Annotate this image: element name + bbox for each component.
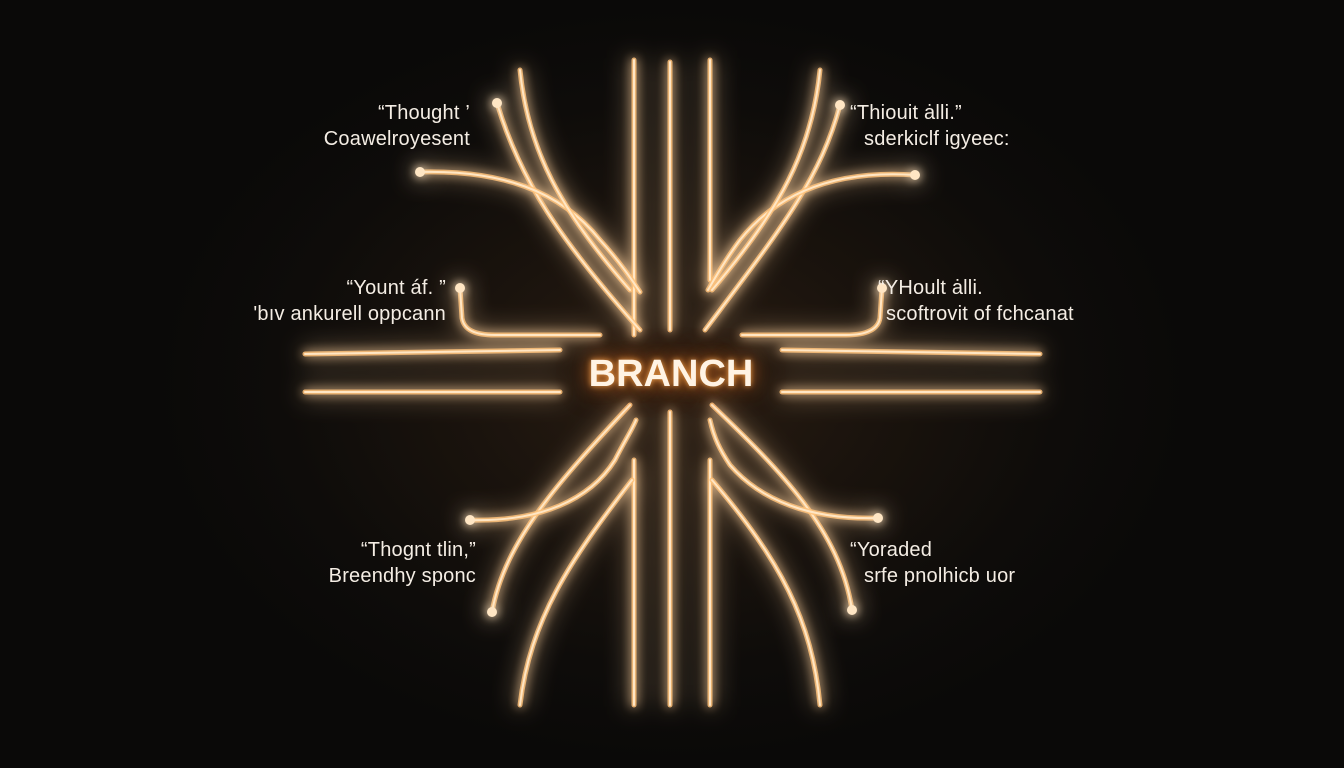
branch-mid-right-hook-core: [741, 287, 883, 336]
node-dot-mid-right: [877, 283, 887, 293]
node-label-bottom-left: “Thognt tlin,” Breendhy sponc: [329, 537, 476, 589]
diagonal-top-right-to-center-core: [704, 104, 841, 331]
node-dot-bottom-right-end: [847, 605, 857, 615]
branch-top-right-outer: [705, 171, 918, 293]
branch-mid-left-hook-core: [459, 287, 601, 336]
node-label-mid-left: “Yount áf. ” 'bıv ankurell oppcann: [253, 275, 446, 327]
node-dot-bottom-right: [873, 513, 883, 523]
node-dot-bottom-left-end: [487, 607, 497, 617]
center-title: BRANCH: [588, 353, 754, 395]
node-title-mid-left: “Yount áf. ”: [346, 277, 446, 299]
diagonal-center-to-bottom-right-core: [711, 404, 853, 611]
node-subtitle-mid-right: scoftrovit of fchcanat: [886, 303, 1074, 325]
node-dot-bottom-left: [465, 515, 475, 525]
branch-bottom-left-outer-core: [469, 419, 637, 522]
node-label-mid-right: “YHoult ȧlli. scoftrovit of fchcanat: [878, 275, 1074, 327]
node-label-top-right: “Thiouit ȧlli.” sderkiclf igyeec:: [850, 100, 1010, 152]
node-title-bottom-left: “Thognt tlin,”: [360, 539, 476, 561]
node-title-top-right: “Thiouit ȧlli.”: [850, 102, 962, 124]
branch-mid-left-hook: [457, 285, 603, 338]
branch-top-left-inner-core: [519, 69, 631, 291]
branch-bottom-left-inner-core: [519, 479, 633, 706]
node-title-top-left: “Thought ’: [377, 102, 470, 124]
node-subtitle-bottom-left: Breendhy sponc: [328, 565, 476, 587]
horizontal-right-1-core: [781, 349, 1041, 355]
node-dot-top-left-outer: [415, 167, 425, 177]
node-title-bottom-right: “Yoraded: [850, 539, 933, 561]
node-dot-top-right: [835, 100, 845, 110]
horizontal-left-1-core: [304, 349, 561, 355]
diagonal-top-right-to-center: [702, 102, 843, 333]
node-label-bottom-right: “Yoraded srfe pnolhicb uor: [850, 537, 1015, 589]
diagonal-top-left-to-center-core: [496, 102, 641, 331]
node-subtitle-mid-left: 'bıv ankurell oppcann: [253, 303, 446, 325]
branch-top-left-outer: [417, 169, 643, 295]
node-dot-mid-left: [455, 283, 465, 293]
branch-bottom-right-outer-core: [709, 419, 879, 520]
node-dot-top-left: [492, 98, 502, 108]
node-dot-top-right-outer: [910, 170, 920, 180]
node-title-mid-right: “YHoult ȧlli.: [878, 277, 983, 299]
branch-top-left-outer-core: [419, 170, 641, 293]
node-subtitle-top-right: sderkiclf igyeec:: [864, 128, 1010, 150]
branch-bottom-right-outer: [707, 417, 881, 521]
node-label-top-left: “Thought ’ Coawelroyesent: [324, 100, 470, 152]
branch-mid-right-hook: [739, 285, 885, 338]
node-subtitle-top-left: Coawelroyesent: [323, 128, 470, 150]
branch-top-right-outer-core: [707, 173, 916, 291]
branch-bottom-right-inner: [709, 477, 823, 708]
diagonal-center-to-bottom-left-core: [491, 404, 631, 613]
branch-bottom-right-inner-core: [711, 479, 821, 706]
diagonal-top-left-to-center: [494, 100, 643, 333]
branch-top-right-inner-core: [711, 69, 821, 291]
node-subtitle-bottom-right: srfe pnolhicb uor: [864, 565, 1016, 587]
